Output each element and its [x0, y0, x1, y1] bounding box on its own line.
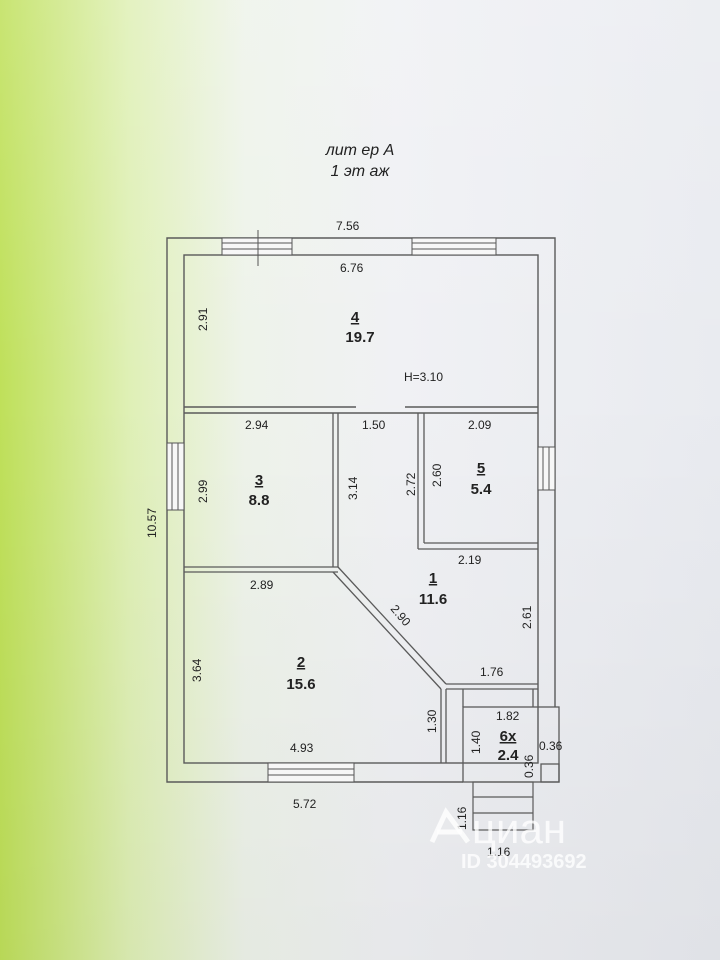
dim-corridor-width: 1.50: [362, 418, 386, 432]
window-top-left: [221, 230, 293, 266]
dim-room1-width-bottom: 1.76: [480, 665, 504, 679]
room4-area: 19.7: [345, 329, 374, 346]
dim-outer-bottom: 5.72: [293, 797, 317, 811]
dim-ceiling-height: H=3.10: [404, 370, 443, 384]
dimension-labels: 7.56 10.57 5.72 6.76 2.91 H=3.10 2.94 2.…: [145, 219, 563, 859]
watermark: циан ID 304493692: [429, 805, 587, 873]
stairs: [472, 781, 534, 831]
plan-title: лит ер А: [325, 142, 395, 159]
diagonal-wall2: [332, 571, 442, 690]
windows: [166, 230, 556, 783]
dim-room5-height-inner: 2.60: [430, 463, 444, 487]
dim-stairs-height: 1.16: [455, 806, 469, 830]
watermark-brand: циан: [472, 805, 566, 852]
dim-room4-width: 6.76: [340, 261, 364, 275]
window-right: [537, 446, 556, 491]
outer-walls: [166, 237, 556, 783]
room6x-area: 2.4: [498, 747, 520, 764]
cian-logo-icon: [429, 807, 471, 844]
room2-area: 15.6: [286, 676, 315, 693]
dim-room2-height-left: 3.64: [190, 658, 204, 682]
room2-number: 2: [297, 654, 305, 671]
dim-room5-width-bottom: 2.19: [458, 553, 482, 567]
room1-area: 11.6: [419, 591, 447, 608]
dim-room5-height-left: 2.72: [404, 472, 418, 496]
window-top-right: [411, 237, 497, 256]
room4-number: 4: [351, 309, 360, 326]
dim-porch-height: 1.40: [469, 730, 483, 754]
dim-porch-side2: 0.36: [522, 754, 536, 778]
window-left: [166, 442, 185, 511]
watermark-id: ID 304493692: [461, 851, 587, 873]
dim-outer-left: 10.57: [145, 508, 159, 538]
dim-room3-width: 2.94: [245, 418, 269, 432]
dim-porch-side: 0.36: [539, 739, 563, 753]
porch-corner: [540, 763, 560, 783]
dim-room1-height-right: 2.61: [520, 605, 534, 629]
diagonal-wall: [337, 566, 447, 685]
room3-number: 3: [255, 472, 263, 489]
dim-outer-top: 7.56: [336, 219, 360, 233]
window-bottom: [267, 762, 355, 783]
dim-stairs-width: 1.16: [487, 845, 511, 859]
dim-room5-width-top: 2.09: [468, 418, 492, 432]
outer-wall-outline: [166, 237, 556, 783]
stairs-outline: [472, 781, 534, 831]
dim-room2-width-bottom: 4.93: [290, 741, 314, 755]
room5-number: 5: [477, 460, 485, 477]
floor-label: 1 эт аж: [330, 163, 390, 180]
dim-room2-height-right: 1.30: [425, 709, 439, 733]
room3-area: 8.8: [249, 492, 270, 509]
room5-area: 5.4: [471, 481, 493, 498]
dim-room4-height: 2.91: [196, 307, 210, 331]
dim-corridor-height: 3.14: [346, 476, 360, 500]
dim-room2-width-top: 2.89: [250, 578, 274, 592]
interior-partitions: [184, 405, 538, 763]
dim-porch-width: 1.82: [496, 709, 520, 723]
room-labels: 4 19.7 3 8.8 5 5.4 1 11.6 2 15.6 6х 2.4: [249, 309, 520, 764]
room6x-number: 6х: [500, 728, 517, 745]
room1-number: 1: [429, 570, 437, 587]
dim-room3-height: 2.99: [196, 479, 210, 503]
